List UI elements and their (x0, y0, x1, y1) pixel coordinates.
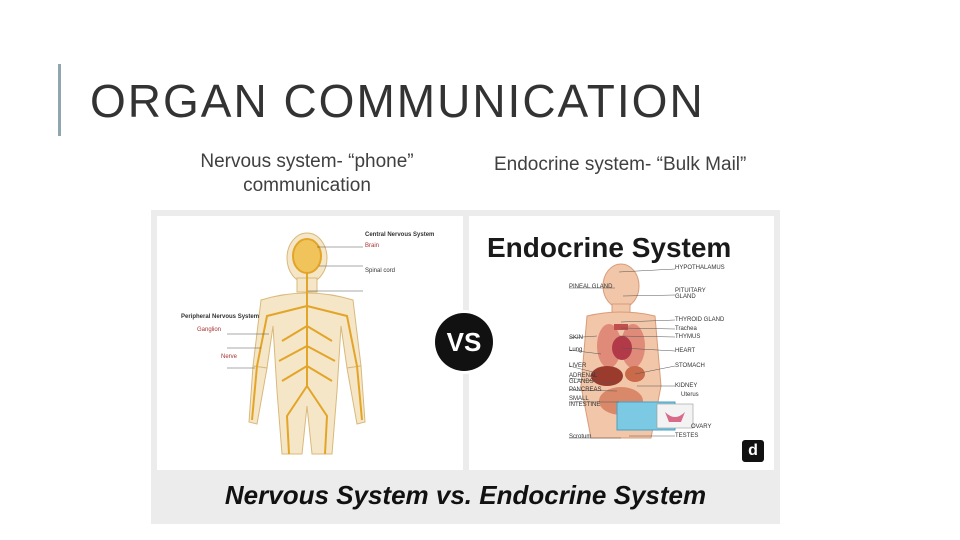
endocrine-panel-title: Endocrine System (487, 232, 732, 263)
comparison-figure: Central Nervous System Brain Spinal cord… (151, 210, 780, 524)
vs-badge: VS (435, 313, 493, 371)
label-adrenal: ADRENAL GLANDS (569, 373, 598, 385)
label-pns: Peripheral Nervous System (181, 314, 260, 320)
label-trachea: Trachea (675, 326, 697, 332)
label-nerve: Nerve (221, 354, 238, 360)
nervous-caption: Nervous system- “phone” communication (200, 151, 414, 196)
site-logo: d (742, 440, 764, 462)
title-accent-bar (58, 64, 61, 136)
label-spinal-cord: Spinal cord (365, 268, 396, 274)
label-pineal: PINEAL GLAND (569, 284, 613, 290)
label-heart: HEART (675, 348, 696, 354)
label-brain: Brain (365, 243, 380, 249)
label-testes: TESTES (675, 433, 699, 439)
nervous-system-illustration (227, 232, 366, 455)
label-kidney: KIDNEY (675, 383, 698, 389)
label-skin: SKIN (569, 335, 584, 341)
label-stomach: STOMACH (675, 363, 705, 369)
figure-caption: Nervous System vs. Endocrine System (224, 480, 707, 510)
label-ovary: OVARY (691, 424, 712, 430)
endocrine-system-illustration (568, 263, 694, 439)
label-scrotum: Scrotum (569, 434, 592, 440)
label-cns: Central Nervous System (365, 232, 435, 238)
label-pituitary: PITUITARY GLAND (675, 288, 706, 300)
nervous-system-panel: Central Nervous System Brain Spinal cord… (157, 216, 463, 470)
endocrine-caption: Endocrine system- “Bulk Mail” (494, 154, 747, 175)
label-hypothalamus: HYPOTHALAMUS (675, 265, 725, 271)
slide-title: ORGAN COMMUNICATION (90, 75, 705, 127)
label-pancreas: PANCREAS (569, 387, 602, 393)
label-thymus: THYMUS (675, 334, 701, 340)
endocrine-system-panel: Endocrine System (469, 216, 774, 470)
label-liver: LIVER (569, 363, 587, 369)
label-ganglion: Ganglion (197, 327, 222, 333)
label-uterus: Uterus (681, 392, 699, 398)
label-small-intestine: SMALL INTESTINE (569, 396, 601, 408)
label-lung: Lung (569, 347, 583, 353)
label-thyroid: THYROID GLAND (675, 317, 725, 323)
